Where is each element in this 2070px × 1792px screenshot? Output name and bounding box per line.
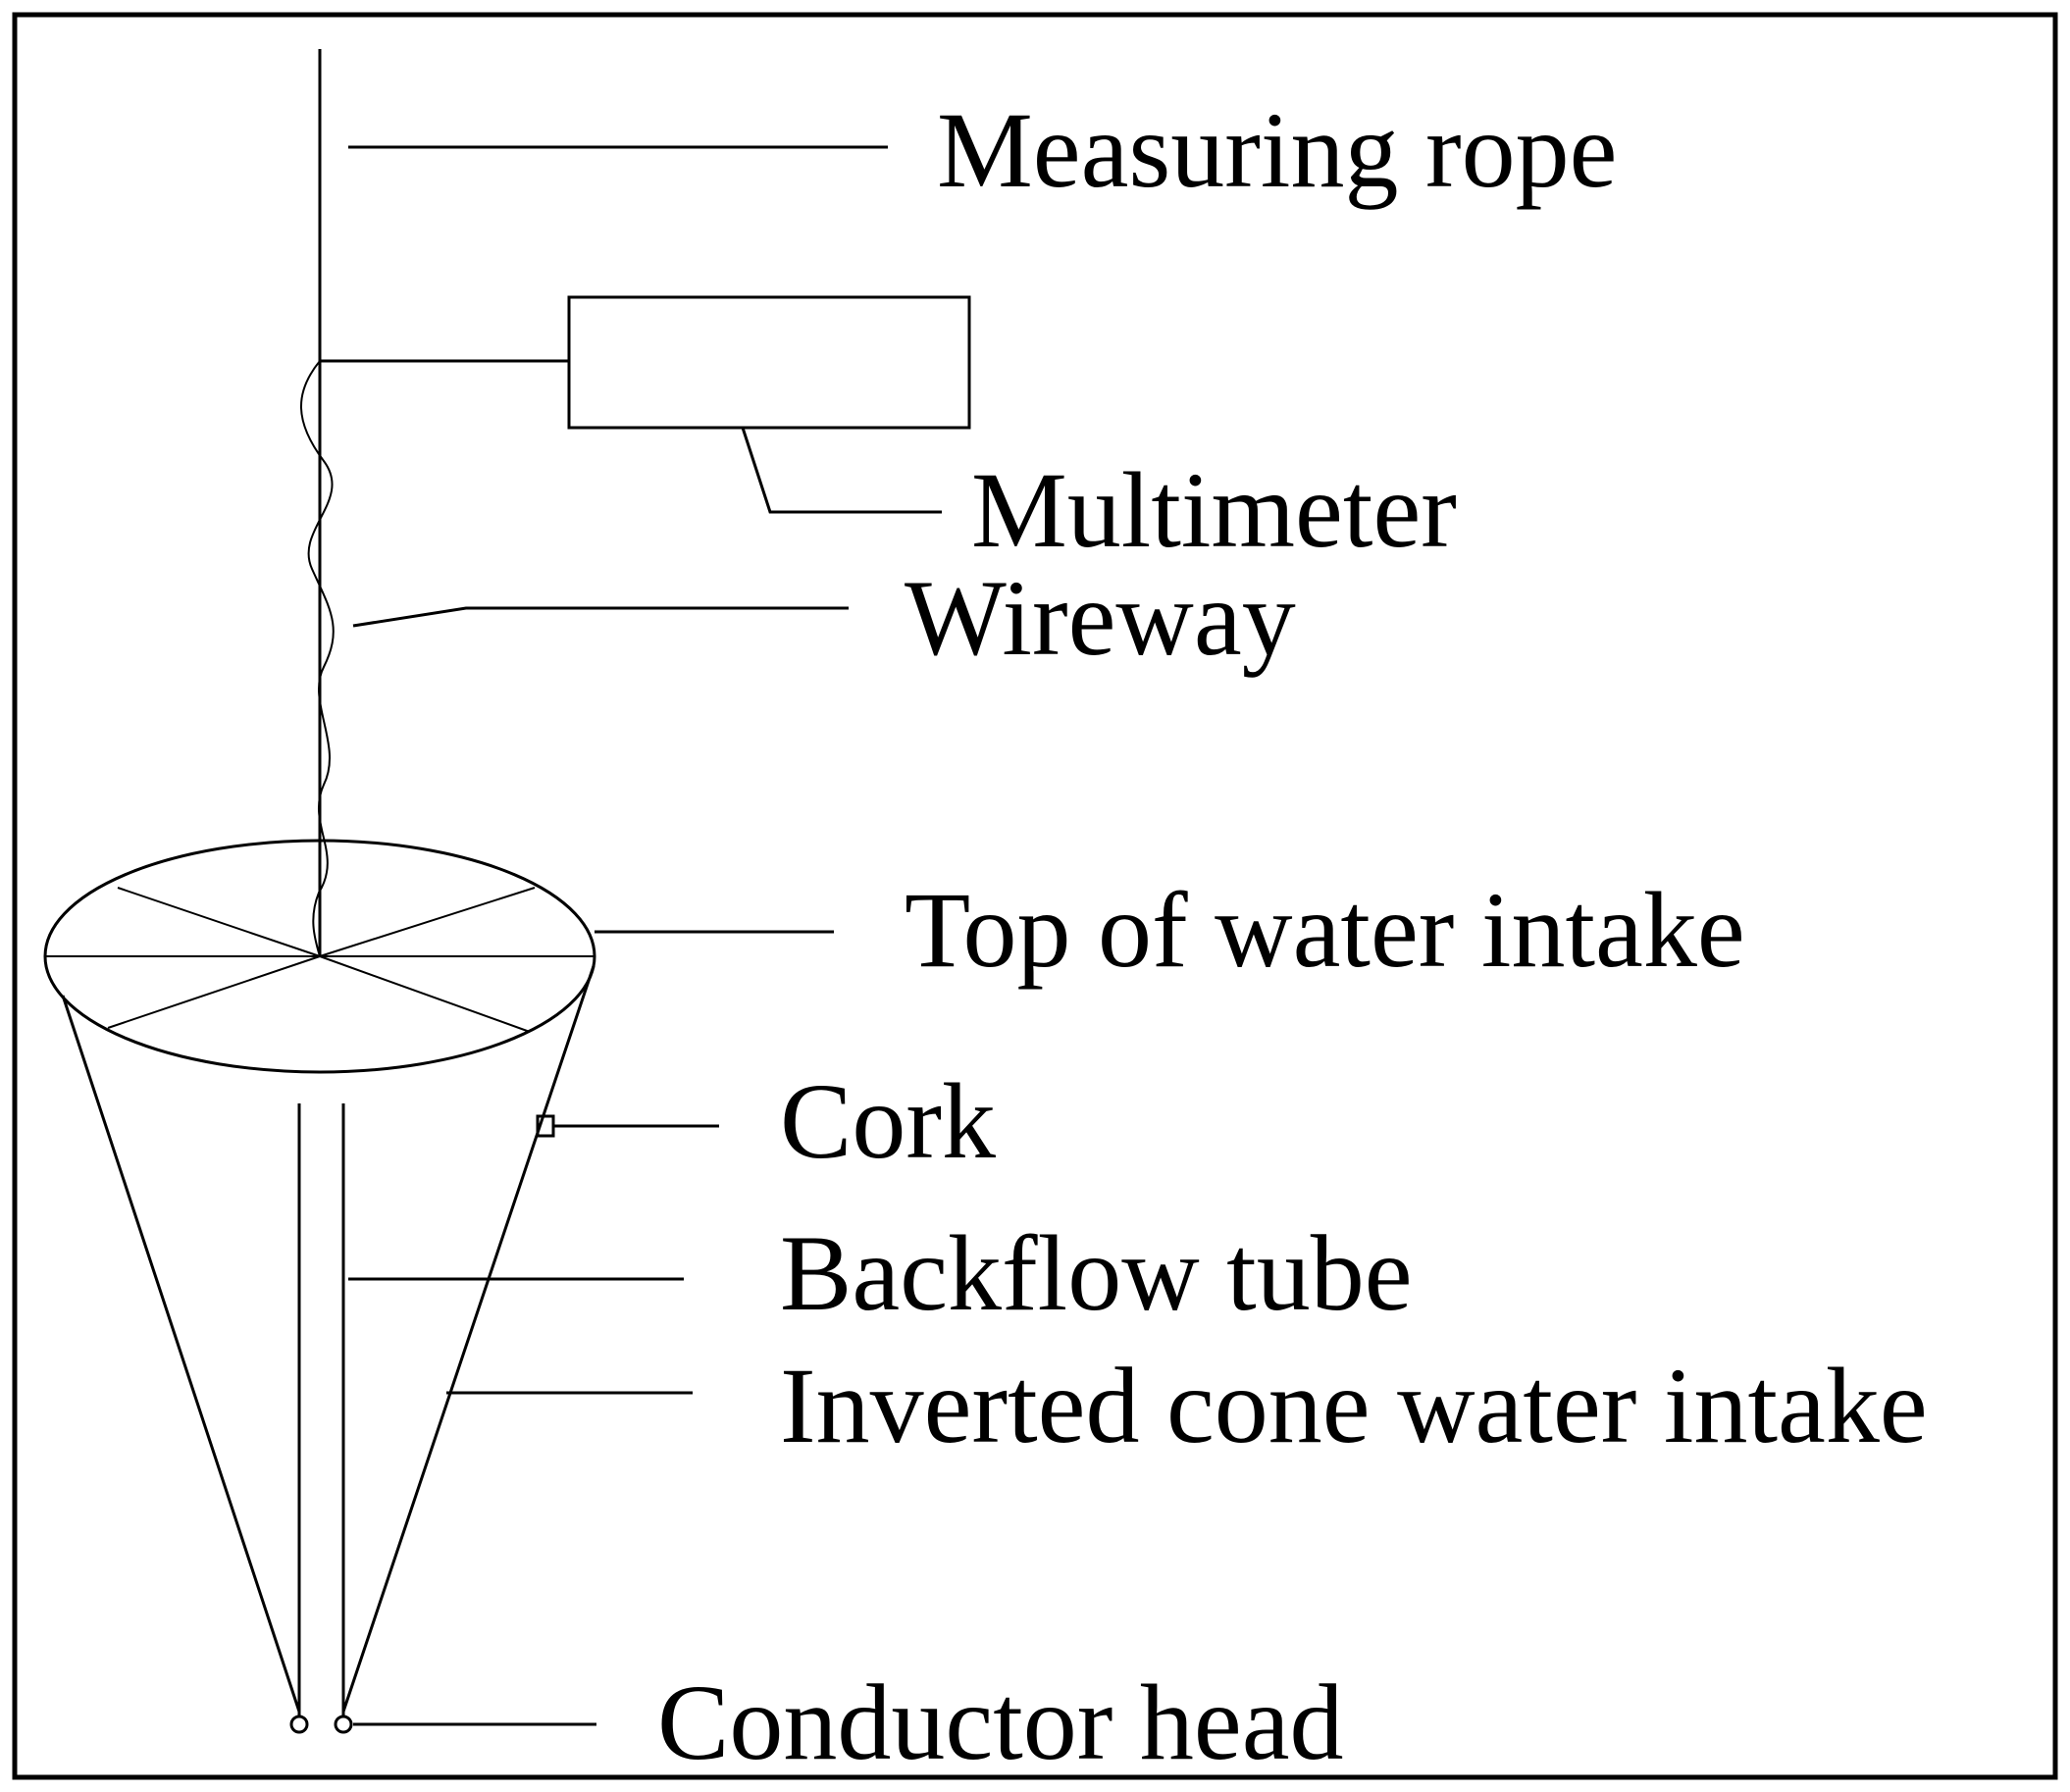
leader-wireway [352,606,849,628]
cone-left-side [61,995,301,1713]
label-top-of-water-intake: Top of water intake [905,870,1745,990]
cone-right-side [341,965,595,1713]
intake-spoke [107,955,321,1029]
label-inverted-cone-water-intake: Inverted cone water intake [780,1346,1928,1465]
label-cork: Cork [780,1061,996,1181]
intake-spoke [319,955,531,1033]
intake-spoke [117,887,321,957]
label-conductor-head: Conductor head [657,1663,1344,1782]
wireway-cable [300,360,335,957]
conductor-head-right [334,1715,353,1734]
multimeter-box [567,295,971,430]
label-backflow-tube: Backflow tube [780,1213,1413,1333]
label-measuring-rope: Measuring rope [937,90,1617,210]
label-wireway: Wireway [905,558,1296,678]
intake-spoke [319,887,536,957]
figure-frame [12,12,2058,1780]
label-multimeter: Multimeter [971,450,1457,570]
conductor-head-left [289,1715,309,1734]
leader-multimeter [741,427,942,514]
